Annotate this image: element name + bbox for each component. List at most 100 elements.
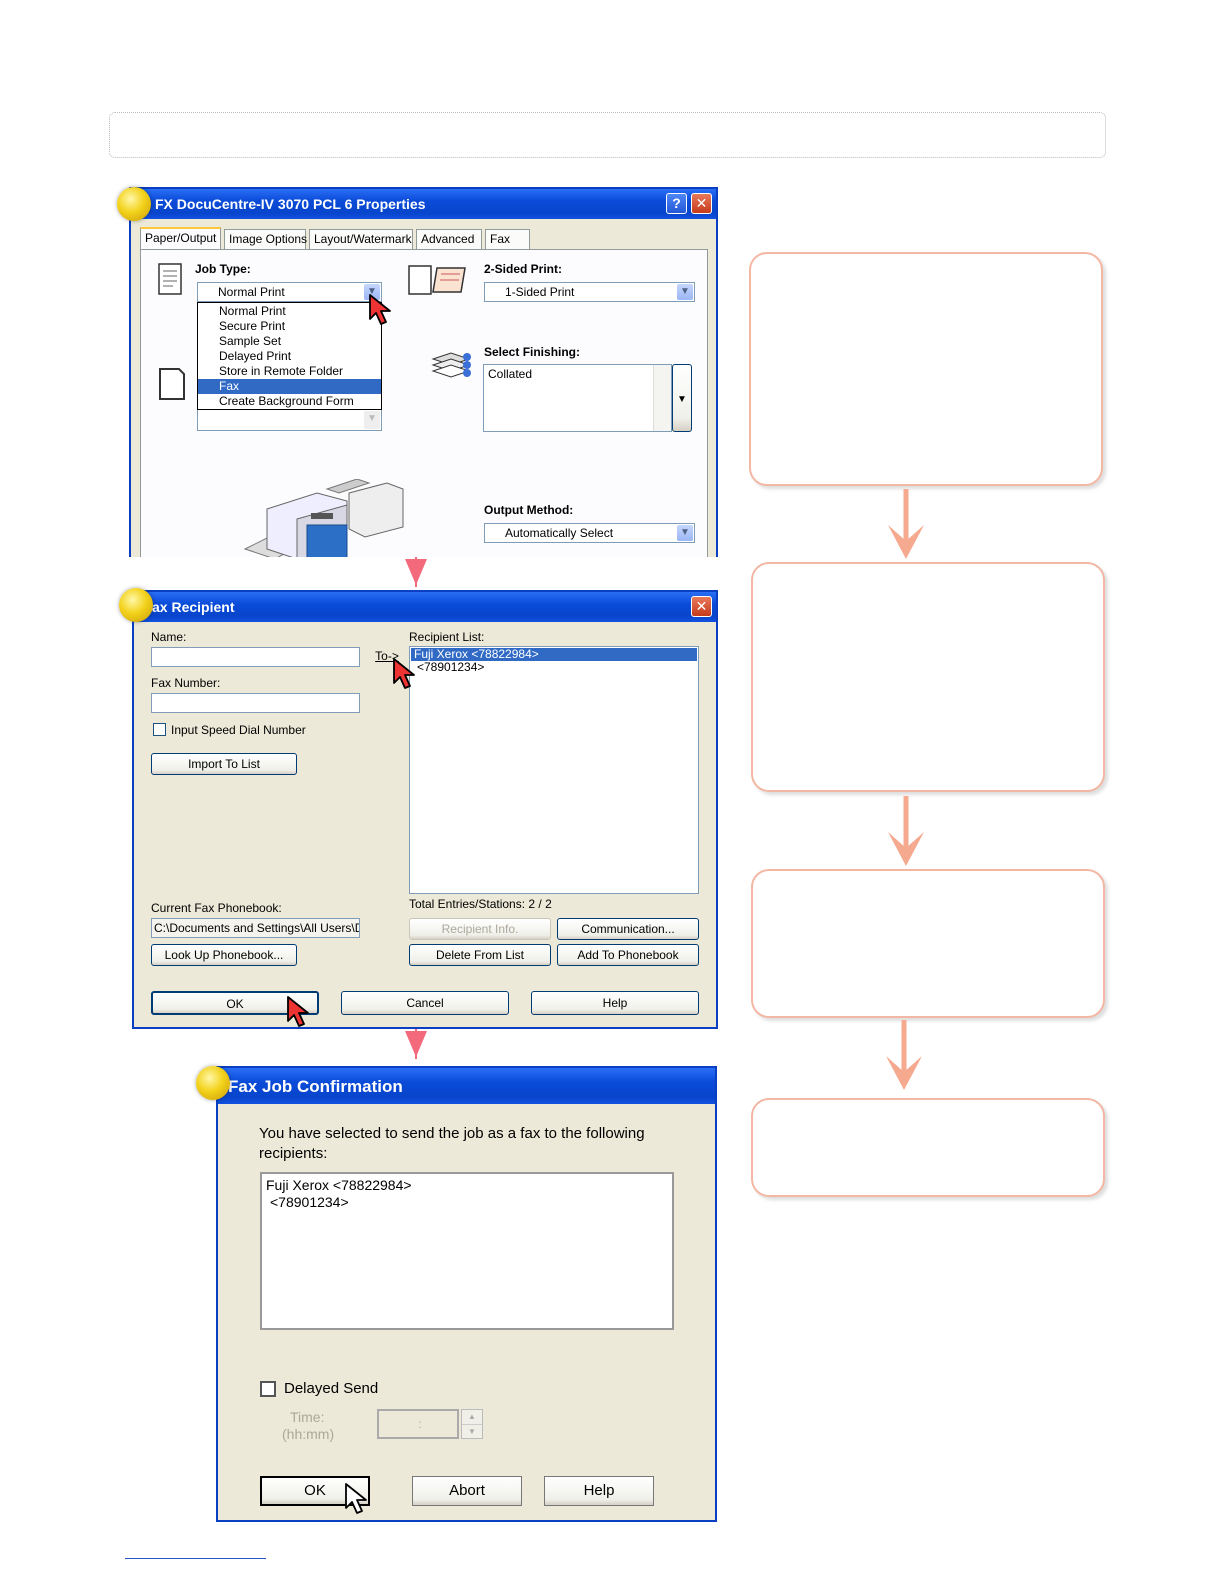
tab-strip: Paper/Output Image Options Layout/Waterm… — [140, 227, 710, 251]
down-arrow-icon — [405, 557, 427, 587]
speed-dial-label: Input Speed Dial Number — [171, 723, 306, 737]
look-up-phonebook-button[interactable]: Look Up Phonebook... — [151, 944, 297, 966]
window-title: Fax Job Confirmation — [228, 1077, 403, 1096]
footnote-divider — [125, 1558, 266, 1559]
mouse-pointer-icon — [393, 658, 415, 689]
dropdown-option[interactable]: Fax — [198, 379, 381, 394]
flow-step-1 — [749, 252, 1103, 486]
list-item: Fuji Xerox <78822984> — [266, 1177, 412, 1193]
finishing-value: Collated — [488, 367, 533, 381]
tab-paper-output[interactable]: Paper/Output — [140, 227, 221, 250]
finishing-icon — [431, 352, 471, 378]
dropdown-option[interactable]: Secure Print — [219, 319, 286, 333]
hidden-select[interactable]: ▼ — [197, 409, 382, 431]
spinner-down-icon: ▼ — [468, 1427, 476, 1436]
header-banner — [109, 112, 1106, 158]
two-sided-value: 1-Sided Print — [505, 285, 575, 299]
chevron-down-icon: ▼ — [677, 394, 687, 405]
flow-down-arrow-icon — [888, 796, 924, 866]
dropdown-option[interactable]: Normal Print — [219, 304, 286, 318]
time-format-label: (hh:mm) — [282, 1426, 335, 1442]
time-label: Time: — [290, 1409, 325, 1425]
time-input: : — [377, 1409, 459, 1439]
highlight-orb-icon — [119, 588, 153, 622]
list-item: <78901234> — [270, 1194, 349, 1210]
two-sided-select[interactable]: 1-Sided Print ▼ — [484, 282, 695, 302]
help-button[interactable]: ? — [666, 193, 687, 214]
mouse-pointer-icon — [345, 1483, 367, 1514]
delayed-send-checkbox[interactable] — [260, 1381, 276, 1397]
fax-number-input[interactable] — [151, 693, 360, 713]
flow-down-arrow-icon — [888, 489, 924, 559]
recipients-box: Fuji Xerox <78822984> <78901234> — [260, 1172, 674, 1330]
tab-fax[interactable]: Fax — [485, 229, 530, 249]
close-button[interactable]: ✕ — [691, 193, 712, 214]
chevron-down-icon[interactable]: ▼ — [677, 525, 693, 541]
finishing-expand-button[interactable]: ▼ — [672, 364, 692, 432]
speed-dial-checkbox[interactable] — [153, 723, 166, 736]
list-item[interactable]: <78901234> — [417, 660, 485, 674]
list-item[interactable]: Fuji Xerox <78822984> — [411, 648, 697, 661]
window-title: ax Recipient — [152, 599, 235, 615]
printer-properties-window: FX DocuCentre-IV 3070 PCL 6 Properties ?… — [129, 187, 718, 557]
finishing-label: Select Finishing: — [484, 345, 581, 359]
dropdown-option[interactable]: Sample Set — [219, 334, 282, 348]
highlight-orb-icon — [117, 187, 151, 221]
output-method-select[interactable]: Automatically Select ▼ — [484, 523, 695, 543]
fax-recipient-window: ax Recipient ✕ Name: To-> Fax Number: In… — [132, 590, 718, 1029]
window-title: FX DocuCentre-IV 3070 PCL 6 Properties — [155, 196, 426, 212]
confirmation-message: You have selected to send the job as a f… — [259, 1125, 645, 1162]
phonebook-path-field: C:\Documents and Settings\All Users\D — [151, 918, 360, 938]
document-icon — [158, 263, 182, 295]
chevron-down-icon[interactable]: ▼ — [677, 284, 693, 300]
mouse-pointer-icon — [369, 294, 391, 325]
delayed-send-label: Delayed Send — [284, 1380, 379, 1397]
recipient-list[interactable]: Fuji Xerox <78822984> <78901234> — [409, 646, 699, 894]
tab-layout-watermark[interactable]: Layout/Watermark — [309, 229, 413, 249]
dropdown-option[interactable]: Store in Remote Folder — [219, 364, 344, 378]
dropdown-option[interactable]: Delayed Print — [219, 349, 292, 363]
dropdown-option[interactable]: Create Background Form — [219, 394, 354, 408]
chevron-down-icon[interactable]: ▼ — [364, 411, 380, 429]
close-button[interactable]: ✕ — [691, 596, 712, 617]
time-spinner: ▲ ▼ — [461, 1409, 483, 1439]
title-bar: ax Recipient — [134, 592, 716, 622]
job-type-select[interactable]: Normal Print ▼ — [197, 282, 382, 302]
page-icon — [159, 368, 185, 400]
job-type-label: Job Type: — [195, 262, 251, 276]
flow-step-2 — [751, 562, 1105, 792]
fax-number-label: Fax Number: — [151, 676, 221, 690]
time-value: : — [418, 1417, 422, 1431]
tab-image-options[interactable]: Image Options — [224, 229, 307, 249]
fax-job-confirmation-window: Fax Job Confirmation You have selected t… — [216, 1066, 717, 1522]
mouse-pointer-icon — [287, 996, 309, 1027]
import-to-list-button[interactable]: Import To List — [151, 753, 297, 775]
highlight-orb-icon — [196, 1066, 230, 1100]
spinner-up-icon: ▲ — [462, 1410, 482, 1425]
abort-button[interactable]: Abort — [412, 1476, 522, 1506]
recipient-info-button[interactable]: Recipient Info. — [409, 918, 551, 940]
add-to-phonebook-button[interactable]: Add To Phonebook — [557, 944, 699, 966]
two-sided-label: 2-Sided Print: — [484, 262, 563, 276]
cancel-button[interactable]: Cancel — [341, 991, 509, 1015]
help-button[interactable]: Help — [531, 991, 699, 1015]
output-method-label: Output Method: — [484, 503, 574, 517]
name-input[interactable] — [151, 647, 360, 667]
scrollbar[interactable] — [653, 365, 671, 431]
flow-step-4 — [751, 1098, 1105, 1197]
phonebook-label: Current Fax Phonebook: — [151, 901, 282, 915]
finishing-list[interactable]: Collated — [483, 364, 672, 432]
output-method-value: Automatically Select — [505, 526, 614, 540]
help-button[interactable]: Help — [544, 1476, 654, 1506]
delete-from-list-button[interactable]: Delete From List — [409, 944, 551, 966]
communication-button[interactable]: Communication... — [557, 918, 699, 940]
name-label: Name: — [151, 630, 187, 644]
chevron-down-icon[interactable]: ▼ — [364, 284, 380, 300]
flow-step-3 — [751, 869, 1105, 1018]
to-button[interactable]: To-> — [375, 649, 399, 663]
tab-advanced[interactable]: Advanced — [416, 229, 482, 249]
two-sided-icon — [408, 265, 466, 295]
printer-illustration — [243, 479, 404, 557]
